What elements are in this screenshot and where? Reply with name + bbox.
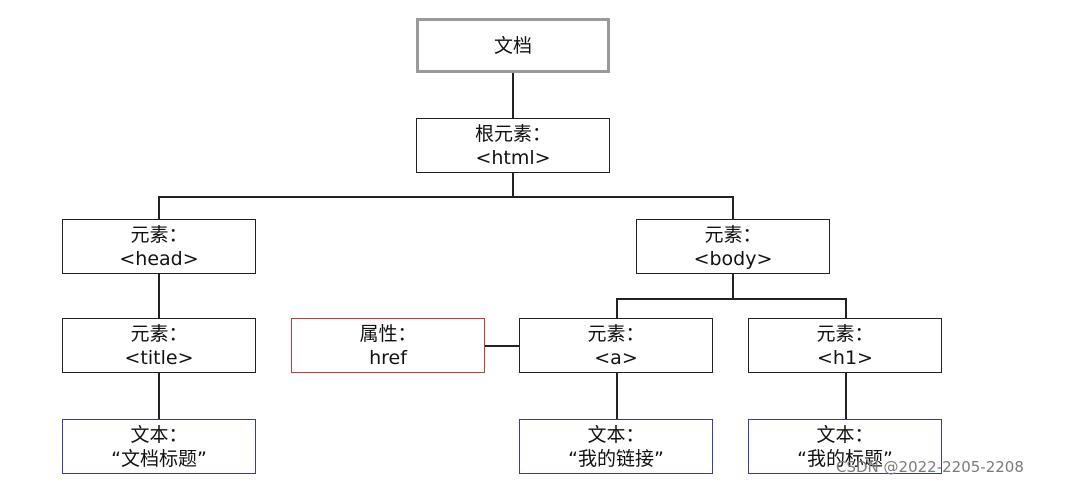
node-html-tag: <html>: [475, 146, 551, 169]
node-text-title-value: “文档标题”: [111, 447, 207, 470]
connector-body-branch: [616, 298, 846, 300]
connector-branch-body: [732, 196, 734, 219]
node-h1-type: 元素：: [816, 322, 874, 345]
node-title-element: 元素： <title>: [62, 318, 256, 373]
node-href-attribute: 属性： href: [291, 318, 485, 373]
node-text-h1-type: 文本：: [816, 423, 874, 446]
node-text-link-type: 文本：: [587, 423, 645, 446]
node-body-tag: <body>: [693, 247, 773, 270]
watermark: CSDN @2022-2205-2208: [836, 458, 1024, 476]
node-attr-name: href: [369, 346, 407, 369]
connector-html-down: [512, 173, 514, 196]
connector-h1-text: [845, 373, 847, 419]
node-h1-tag: <h1>: [817, 346, 873, 369]
node-attr-type: 属性：: [359, 322, 417, 345]
node-h1-element: 元素： <h1>: [748, 318, 942, 373]
node-text-link: 文本： “我的链接”: [519, 419, 713, 474]
connector-attr-a: [485, 345, 519, 347]
connector-body-down: [732, 274, 734, 298]
connector-a-text: [616, 373, 618, 419]
node-document: 文档: [416, 18, 610, 73]
node-head-element: 元素： <head>: [62, 219, 256, 274]
connector-branch-head: [158, 196, 160, 219]
node-a-type: 元素：: [587, 322, 645, 345]
connector-branch-h1: [845, 298, 847, 318]
connector-branch-a: [616, 298, 618, 318]
connector-head-title: [158, 274, 160, 318]
node-head-tag: <head>: [119, 247, 199, 270]
node-text-title: 文本： “文档标题”: [62, 419, 256, 474]
node-html-root-element: 根元素： <html>: [416, 118, 610, 173]
node-text-link-value: “我的链接”: [568, 447, 664, 470]
node-text-h1: 文本： “我的标题”: [748, 419, 942, 474]
node-body-type: 元素：: [704, 223, 762, 246]
connector-title-text: [158, 373, 160, 419]
node-html-type: 根元素：: [474, 122, 551, 145]
connector-html-branch: [158, 196, 733, 198]
node-title-tag: <title>: [124, 346, 194, 369]
node-head-type: 元素：: [130, 223, 188, 246]
node-title-type: 元素：: [130, 322, 188, 345]
node-document-label: 文档: [493, 34, 532, 57]
node-a-tag: <a>: [594, 346, 638, 369]
node-text-title-type: 文本：: [130, 423, 188, 446]
node-a-element: 元素： <a>: [519, 318, 713, 373]
node-body-element: 元素： <body>: [636, 219, 830, 274]
connector-document-html: [512, 73, 514, 118]
node-text-h1-value: “我的标题”: [797, 447, 893, 470]
